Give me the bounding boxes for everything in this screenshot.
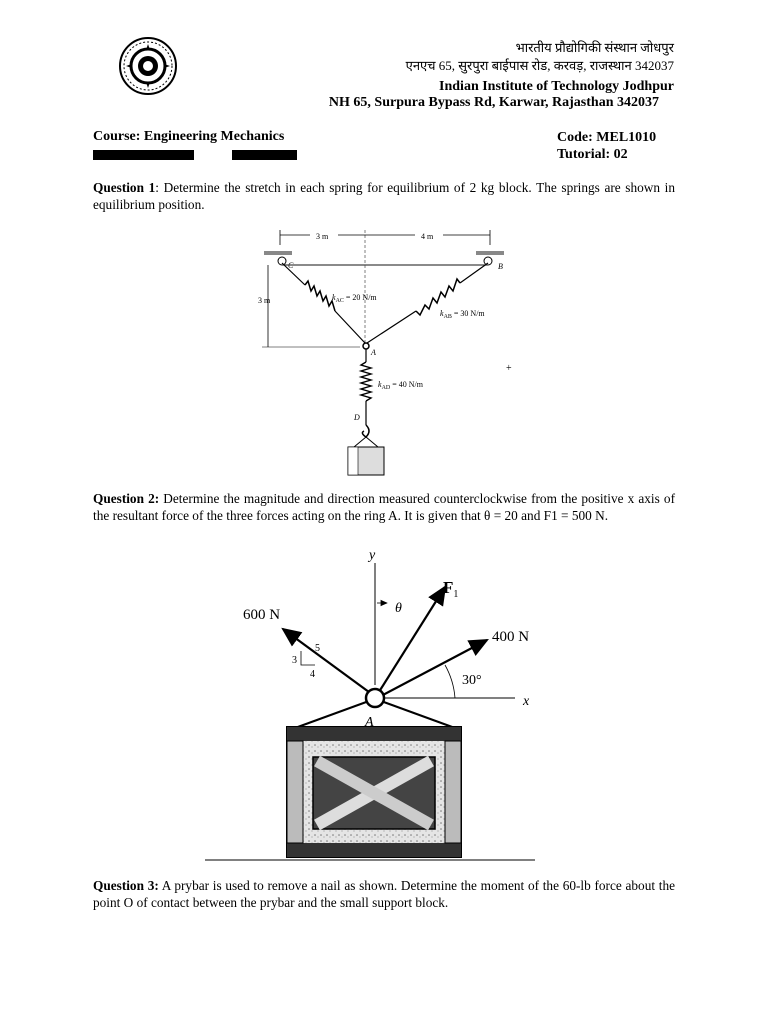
force-f1-label: F1 [443,578,458,600]
k-ad-label: kAD = 40 N/m [378,380,424,391]
question-3-text: A prybar is used to remove a nail as sho… [93,878,675,910]
question-1: Question 1: Determine the stretch in eac… [93,179,675,213]
institute-hindi-name: भारतीय प्रौद्योगिकी संस्थान जोधपुर [515,40,674,55]
k-ab-label: kAB = 30 N/m [440,309,485,320]
force-400-label: 400 N [492,629,529,645]
course-code: Code: MEL1010 [557,130,657,145]
course-code-block: Code: MEL1010 Tutorial: 02 [557,129,656,163]
dim-left-label: 3 m [316,232,329,241]
slope-5-label: 5 [315,643,320,654]
label-d: D [353,413,360,422]
ring-forces-figure: y x 600 N 3 4 5 F1 θ 400 N 30° A [205,548,535,861]
institute-address: NH 65, Surpura Bypass Rd, Karwar, Rajast… [328,95,659,110]
question-2: Question 2: Determine the magnitude and … [93,490,675,524]
ring-a-label: A [364,715,374,730]
question-3: Question 3: A prybar is used to remove a… [93,877,675,911]
spring-system-figure: 3 m 4 m 3 m C B A D kAC = 20 N/m kAB = 3… [258,229,512,476]
iit-jodhpur-logo-icon [119,37,177,95]
dim-right-label: 4 m [421,232,434,241]
slope-3-label: 3 [292,655,297,666]
angle-30-label: 30° [462,673,482,688]
question-1-label: Question 1 [93,180,156,195]
force-600-label: 600 N [243,607,280,623]
redaction-bar-1 [93,150,194,160]
institute-hindi-address: एनएच 65, सुरपुरा बाईपास रोड, करवड़, राजस… [405,58,674,73]
institute-name: Indian Institute of Technology Jodhpur [439,79,674,94]
slope-4-label: 4 [310,669,315,680]
question-1-text: : Determine the stretch in each spring f… [93,180,676,212]
dim-vertical-label: 3 m [258,296,271,305]
theta-label: θ [395,601,402,616]
axis-y-label: y [367,548,376,563]
course-name: Course: Engineering Mechanics [93,129,285,144]
axis-x-label: x [522,694,530,709]
label-b: B [498,262,503,271]
label-a: A [370,348,376,357]
question-2-label: Question 2: [93,491,160,506]
question-3-label: Question 3: [93,878,159,893]
tutorial-number: Tutorial: 02 [557,147,628,162]
k-ac-label: kAC = 20 N/m [332,293,377,304]
redaction-bar-2 [232,150,297,160]
svg-text:+: + [506,363,512,374]
question-2-text: Determine the magnitude and direction me… [93,491,675,523]
